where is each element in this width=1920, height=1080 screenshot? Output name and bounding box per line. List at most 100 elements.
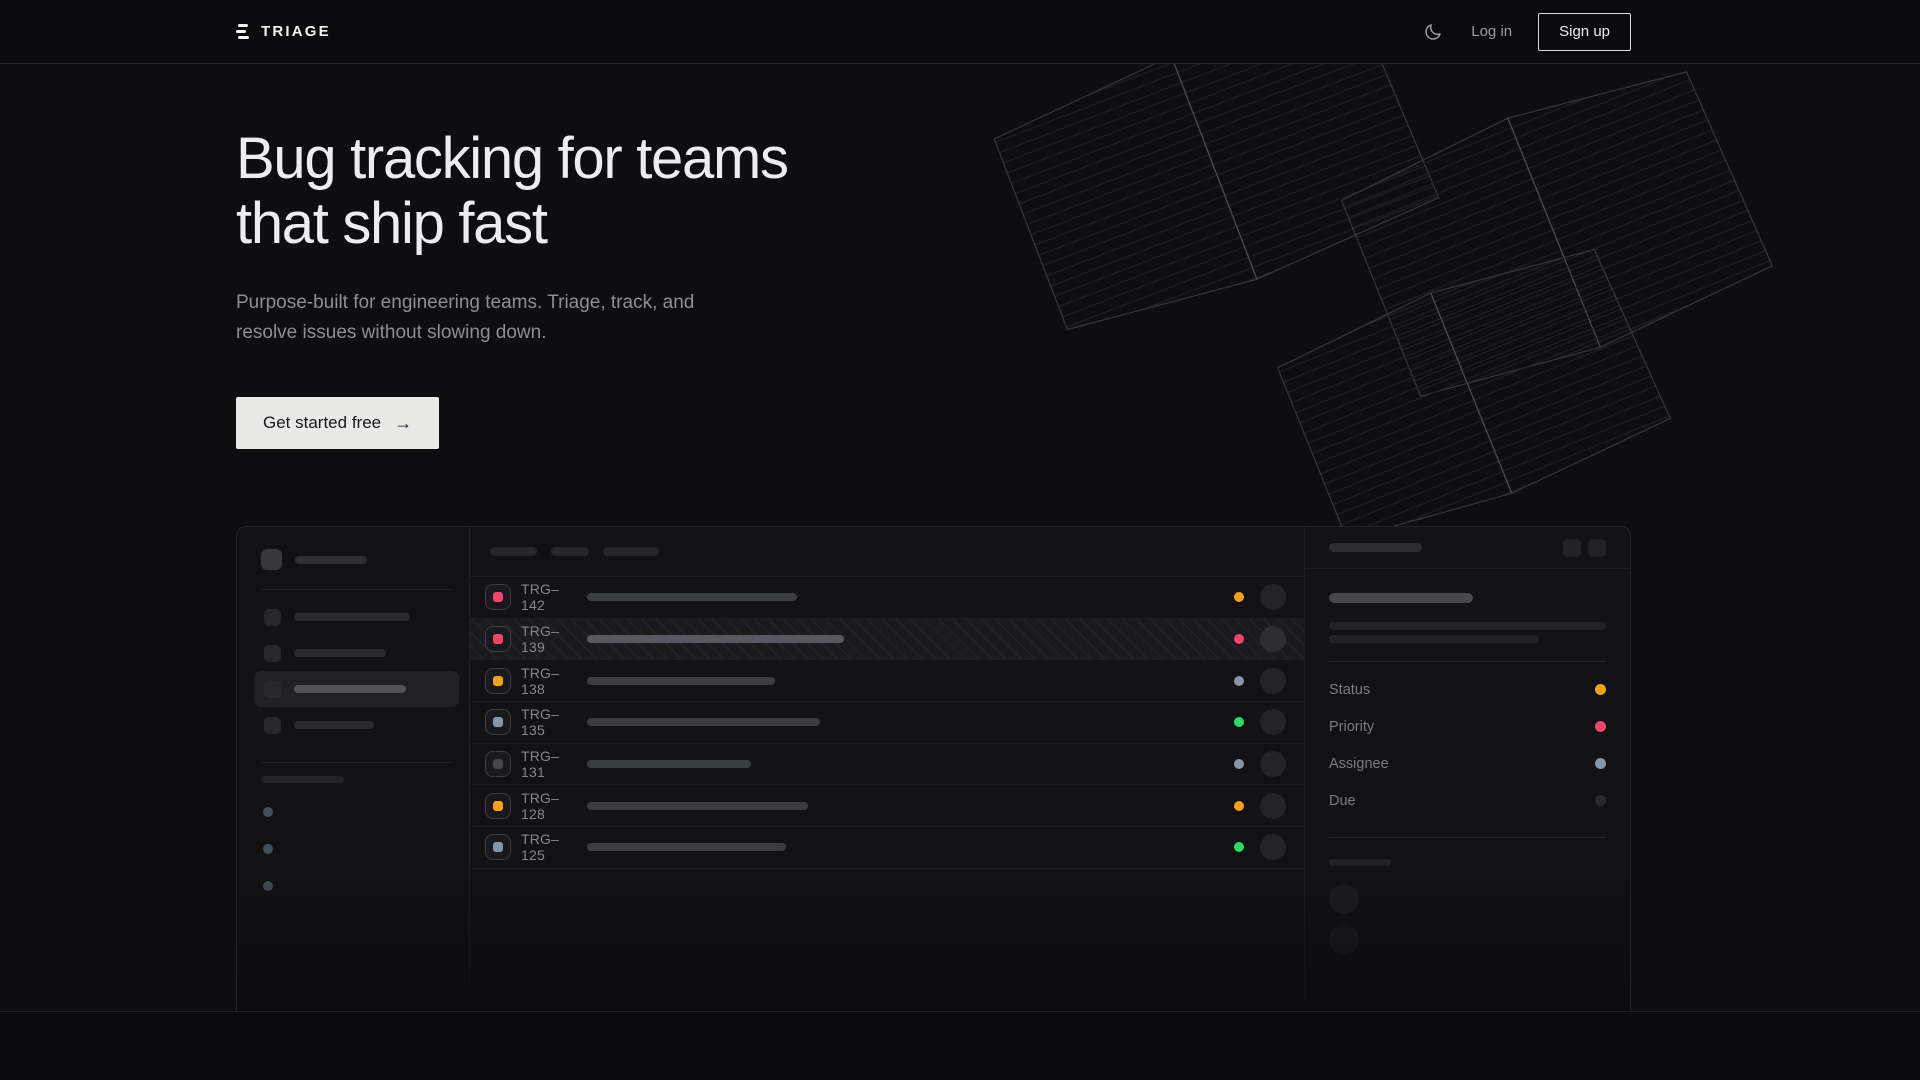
detail-field-row: Assignee	[1329, 745, 1606, 782]
detail-field-dot	[1595, 684, 1606, 695]
issue-type-icon	[485, 751, 511, 778]
hero-title-line-1: Bug tracking for teams	[236, 126, 789, 191]
issue-status-dot	[1234, 759, 1244, 770]
issue-id: TRG–125	[521, 831, 560, 864]
issue-id: TRG–131	[521, 748, 560, 781]
issue-row: TRG–142	[470, 577, 1304, 619]
sidebar-divider	[261, 762, 452, 763]
issue-type-dot	[493, 717, 503, 728]
workspace-switcher-skeleton	[261, 549, 452, 570]
issue-id: TRG–135	[521, 706, 560, 739]
brand-logo[interactable]: TRIAGE	[236, 23, 331, 40]
detail-header	[1305, 527, 1630, 569]
detail-text-skeleton	[1329, 622, 1606, 630]
issue-status-dot	[1234, 675, 1244, 686]
issue-id: TRG–138	[521, 664, 560, 697]
issue-type-dot	[493, 675, 503, 686]
issue-title-skeleton	[587, 593, 797, 602]
wireframe-decoration	[993, 64, 1774, 541]
hero-title-line-2: that ship fast	[236, 191, 548, 256]
arrow-right-icon: →	[394, 413, 413, 433]
issue-type-dot	[493, 800, 503, 811]
brand-name: TRIAGE	[261, 23, 331, 40]
mockup-sidebar-nav	[254, 599, 459, 743]
app-mockup: TRG–142 TRG–139 TRG–138 TRG–135	[236, 526, 1631, 1011]
issue-row: TRG–128	[470, 785, 1304, 828]
issue-assignee-avatar	[1260, 626, 1286, 653]
issue-id: TRG–142	[521, 581, 560, 614]
detail-field-row: Status	[1329, 671, 1606, 708]
issue-status-dot	[1234, 842, 1244, 853]
detail-field-label: Assignee	[1329, 755, 1389, 772]
avatar-skeleton	[1329, 924, 1359, 954]
issue-assignee-avatar	[1260, 667, 1286, 694]
issue-assignee-avatar	[1260, 584, 1286, 611]
theme-toggle-button[interactable]	[1415, 14, 1451, 50]
issue-type-icon	[485, 584, 511, 611]
issue-assignee-avatar	[1260, 834, 1286, 861]
issue-title-skeleton	[587, 718, 820, 727]
issue-type-dot	[493, 842, 503, 853]
issue-row: TRG–139	[470, 618, 1304, 661]
issue-type-icon	[485, 667, 511, 694]
detail-fields: Status Priority Assignee Due	[1329, 671, 1606, 819]
list-tab-skeleton	[551, 547, 589, 556]
detail-section-label-skeleton	[1329, 859, 1391, 866]
detail-field-row: Due	[1329, 782, 1606, 819]
detail-field-dot	[1595, 721, 1606, 732]
issue-status-dot	[1234, 800, 1244, 811]
detail-header-button-skeleton	[1588, 538, 1606, 557]
detail-field-row: Priority	[1329, 708, 1606, 745]
issue-title-skeleton	[587, 843, 786, 852]
mockup-issue-list-column: TRG–142 TRG–139 TRG–138 TRG–135	[470, 527, 1305, 1011]
issue-status-dot	[1234, 592, 1244, 603]
issue-title-skeleton	[587, 676, 775, 685]
sidebar-nav-item-skeleton	[254, 671, 459, 707]
hero-subtitle: Purpose-built for engineering teams. Tri…	[236, 292, 695, 343]
sidebar-dot-skeleton	[263, 807, 273, 817]
hero-title: Bug tracking for teams that ship fast	[236, 126, 1631, 256]
sidebar-dot-skeleton	[263, 844, 273, 854]
sidebar-section-label-skeleton	[261, 776, 344, 783]
issue-type-icon	[485, 834, 511, 861]
issue-type-icon	[485, 792, 511, 819]
issue-type-dot	[493, 592, 503, 603]
top-nav: TRIAGE Log in Sign up	[0, 0, 1920, 64]
issue-row: TRG–125	[470, 827, 1304, 869]
issue-title-skeleton	[587, 760, 751, 769]
list-tab-skeleton	[603, 547, 659, 556]
login-link[interactable]: Log in	[1471, 23, 1513, 40]
detail-divider	[1329, 661, 1606, 662]
issue-type-icon	[485, 709, 511, 736]
issue-id: TRG–139	[521, 623, 560, 656]
issue-status-dot	[1234, 634, 1244, 645]
issue-status-dot	[1234, 717, 1244, 728]
signup-button[interactable]: Sign up	[1538, 12, 1631, 51]
mockup-detail-panel: Status Priority Assignee Due	[1305, 527, 1630, 1011]
detail-field-dot	[1595, 758, 1606, 769]
issue-row: TRG–138	[470, 660, 1304, 703]
mockup-sidebar	[237, 527, 470, 1011]
detail-header-button-skeleton	[1563, 538, 1581, 557]
sidebar-dot-list	[261, 807, 452, 891]
get-started-label: Get started free	[263, 413, 382, 432]
issue-type-dot	[493, 759, 503, 770]
detail-field-dot	[1595, 795, 1606, 806]
detail-field-label: Priority	[1329, 718, 1375, 735]
issue-title-skeleton	[587, 635, 844, 644]
detail-field-label: Due	[1329, 792, 1356, 809]
issue-title-skeleton	[587, 801, 808, 810]
detail-text-skeleton	[1329, 635, 1539, 643]
sidebar-nav-item-skeleton	[254, 635, 459, 671]
issue-id: TRG–128	[521, 789, 560, 822]
issue-assignee-avatar	[1260, 709, 1286, 736]
detail-title-skeleton	[1329, 593, 1473, 603]
detail-divider	[1329, 837, 1606, 838]
detail-field-label: Status	[1329, 681, 1371, 698]
triage-logo-icon	[236, 24, 250, 39]
workspace-name-skeleton	[295, 555, 367, 564]
detail-header-title-skeleton	[1329, 543, 1422, 552]
hero-section: Bug tracking for teams that ship fast Pu…	[0, 64, 1920, 1012]
get-started-button[interactable]: Get started free →	[236, 397, 440, 449]
workspace-icon-skeleton	[261, 549, 282, 570]
